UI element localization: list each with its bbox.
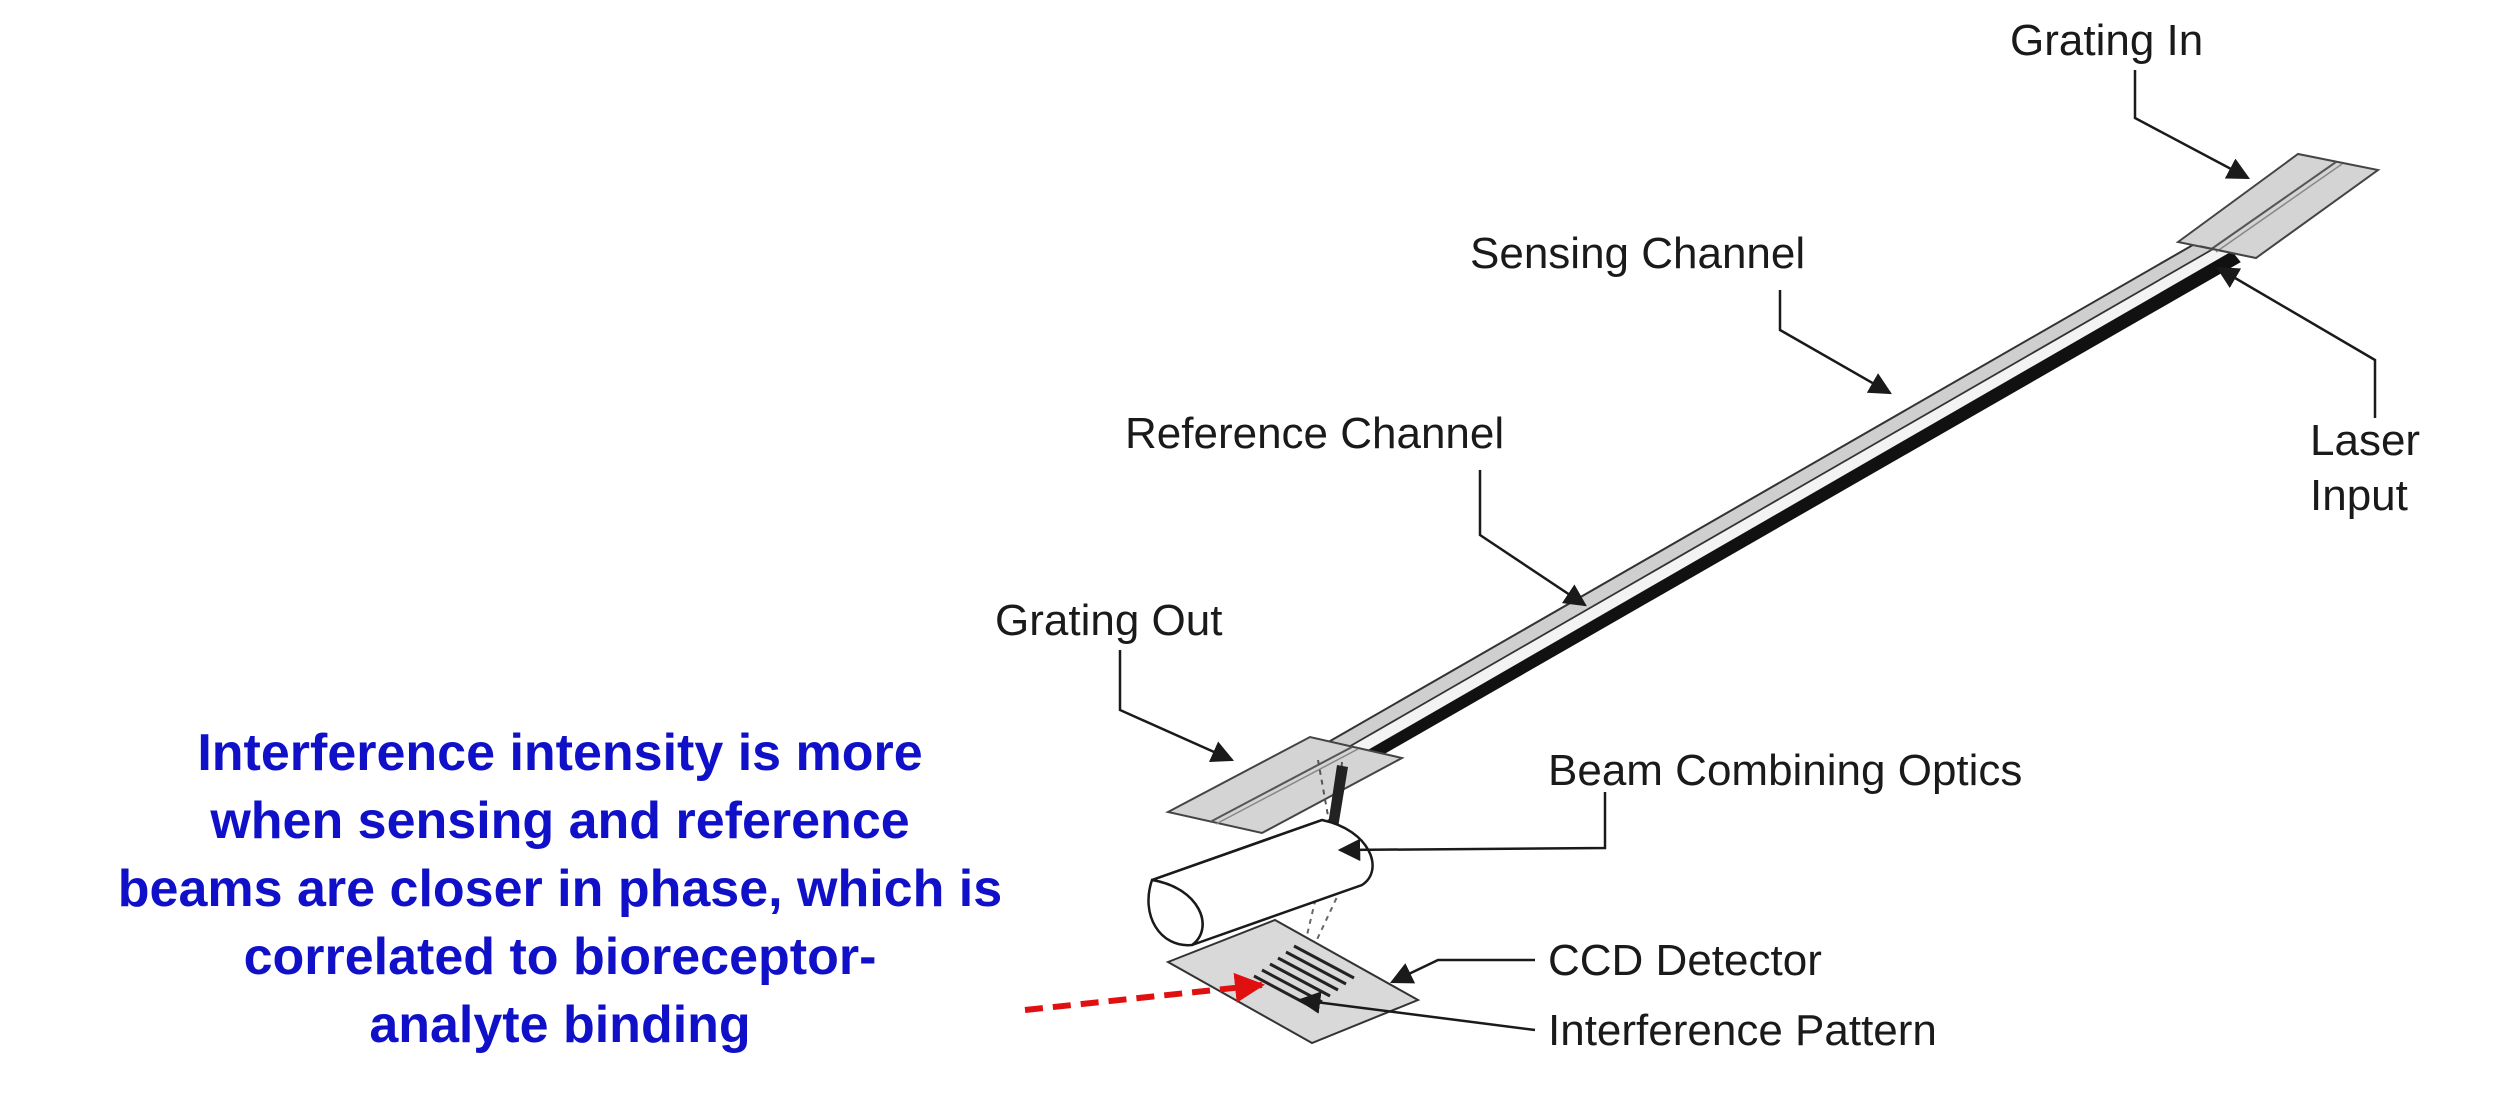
annotation-line-1: Interference intensity is more — [197, 724, 922, 782]
leader-lines — [1118, 70, 2377, 1032]
label-grating-in: Grating In — [2010, 16, 2203, 65]
label-laser-input-line2: Input — [2310, 471, 2408, 520]
red-pointer-arrow — [1024, 972, 1265, 1013]
label-ccd-detector: CCD Detector — [1548, 936, 1822, 985]
annotation-line-5: analyte binding — [369, 996, 750, 1054]
grating-out-plate — [1165, 735, 1405, 835]
annotation-line-4: correlated to bioreceptor- — [244, 928, 877, 986]
annotation-line-3: beams are closer in phase, which is — [118, 860, 1002, 918]
ccd-detector-plate — [1165, 918, 1421, 1045]
label-beam-combining-optics: Beam Combining Optics — [1548, 746, 2022, 795]
grating-in-plate — [2175, 152, 2381, 260]
label-grating-out: Grating Out — [995, 596, 1222, 645]
label-laser-input-line1: Laser — [2310, 416, 2420, 465]
beam-combining-optics — [1147, 818, 1374, 947]
annotation-line-2: when sensing and reference — [209, 792, 909, 850]
label-interference-pattern: Interference Pattern — [1548, 1006, 1937, 1055]
label-reference-channel: Reference Channel — [1125, 409, 1504, 458]
waveguide-channels — [1315, 236, 2241, 773]
annotation-note: Interference intensity is more when sens… — [118, 724, 1002, 1054]
label-sensing-channel: Sensing Channel — [1470, 229, 1805, 278]
